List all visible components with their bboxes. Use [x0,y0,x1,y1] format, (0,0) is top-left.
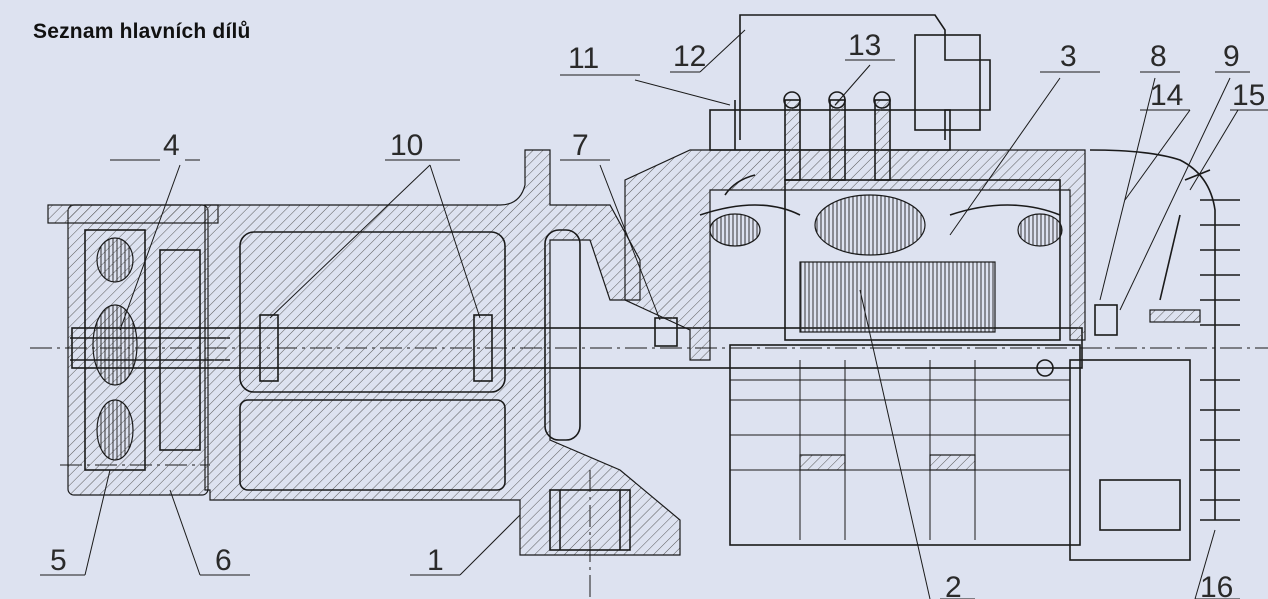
callout-9: 9 [1223,40,1240,73]
callout-7: 7 [572,129,589,162]
callout-15: 15 [1232,79,1265,112]
callout-numbers: 1 2 3 4 5 6 7 8 9 10 11 12 13 14 15 16 [50,29,1265,599]
callout-11: 11 [568,42,599,75]
callout-12: 12 [673,40,706,73]
callout-13: 13 [848,29,881,62]
page-title: Seznam hlavních dílů [33,20,251,43]
callout-2: 2 [945,571,962,599]
callout-8: 8 [1150,40,1167,73]
callout-6: 6 [215,544,232,577]
callout-4: 4 [163,129,180,162]
pump-casing [204,149,681,556]
callout-1: 1 [427,544,444,577]
motor [624,149,1191,561]
callout-16: 16 [1200,571,1233,599]
shaft [71,304,1118,382]
callout-14: 14 [1150,79,1183,112]
terminal-box [709,14,991,196]
callout-5: 5 [50,544,67,577]
fan-cover [1089,149,1240,521]
callout-3: 3 [1060,40,1077,73]
pump-head [47,204,230,496]
callout-10: 10 [390,129,423,162]
leader-lines [40,29,1268,599]
